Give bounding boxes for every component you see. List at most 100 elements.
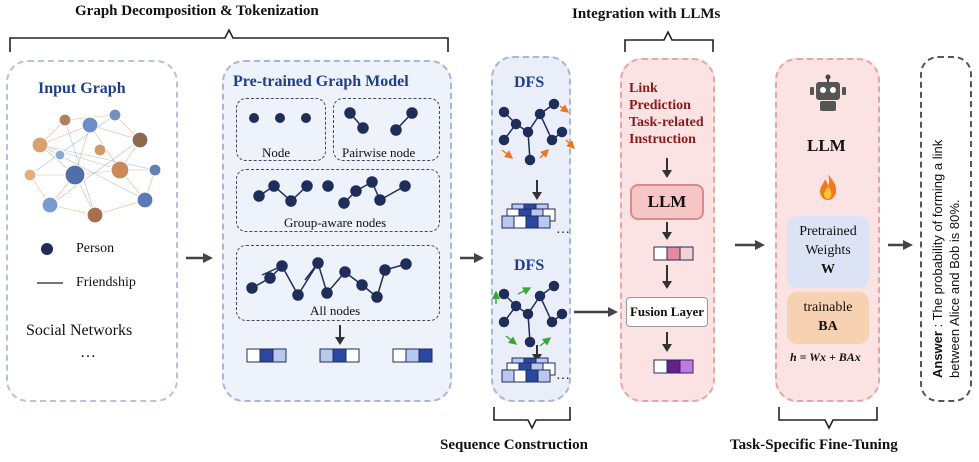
llm-box: LLM [630, 184, 704, 220]
llm-token-block [653, 246, 694, 261]
legend-person-icon [41, 243, 53, 255]
dfs-green-arrow [505, 335, 518, 345]
dfs-dot [510, 118, 522, 130]
legend-friendship-label: Friendship [76, 275, 136, 290]
pairwise-node-label: Pairwise node [342, 145, 416, 160]
lora-formula: h = Wx + BAx [790, 350, 861, 364]
dfs-dot [534, 290, 546, 302]
group-dot [366, 176, 378, 188]
group-aware-label: Group-aware nodes [284, 215, 387, 230]
instruction-text: Link Prediction Task-related Instruction [629, 80, 704, 148]
pairwise-dot [390, 124, 402, 136]
fire-icon [820, 174, 837, 200]
dfs-green-arrow [517, 287, 532, 295]
group-dot [350, 185, 362, 197]
all-dot [292, 289, 304, 301]
social-networks-ellipsis: … [80, 344, 96, 361]
pairwise-dot [357, 122, 369, 134]
all-dot [379, 264, 391, 276]
bracket-sequence-construction [493, 407, 571, 430]
dfs-token-stack-top [501, 203, 556, 229]
pretrained-weights-line: Pretrained [799, 224, 857, 239]
dfs-orange-arrow [539, 149, 549, 159]
dfs-orange-arrow [565, 139, 575, 149]
dfs-dot [522, 308, 534, 320]
group-dot [374, 194, 386, 206]
all-nodes-box [236, 245, 440, 321]
legend-symbols [37, 243, 63, 284]
token-block-3 [392, 348, 433, 363]
bracket-graph-decomposition [9, 28, 449, 52]
dfs-dot [524, 336, 536, 348]
all-dot [246, 282, 258, 294]
all-dot [339, 266, 351, 278]
legend-person-label: Person [76, 241, 115, 256]
bracket-integration [624, 30, 714, 52]
instruction-line: Task-related [629, 115, 704, 130]
dfs-dot [548, 280, 560, 292]
dfs-dot [534, 108, 546, 120]
pairwise-dot [344, 107, 356, 119]
dfs-token-stack-bottom [501, 357, 556, 383]
answer-box [920, 56, 972, 402]
dfs-dot [556, 308, 568, 320]
all-dot [312, 257, 324, 269]
pairwise-dot [406, 107, 418, 119]
dfs-dot [546, 316, 558, 328]
dfs-label-bottom: DFS [514, 257, 545, 274]
trainable-label: trainable [803, 300, 853, 315]
dfs-dot [498, 134, 510, 146]
dfs-orange-arrow [559, 104, 570, 113]
section-title-sequence-construction: Sequence Construction [440, 437, 588, 453]
fusion-token-block [653, 359, 694, 374]
dfs-ellipsis-top: … [556, 222, 570, 237]
group-dot [301, 180, 313, 192]
dfs-dot [556, 126, 568, 138]
group-dot [399, 180, 411, 192]
finetune-llm-label: LLM [807, 136, 846, 155]
dfs-dot [522, 126, 534, 138]
token-block-2 [319, 348, 360, 363]
group-dot [322, 180, 334, 192]
all-nodes-label: All nodes [310, 303, 361, 318]
bracket-fine-tuning [778, 407, 878, 430]
all-dot [276, 260, 288, 272]
section-title-fine-tuning: Task-Specific Fine-Tuning [730, 437, 898, 453]
group-dot [338, 197, 350, 209]
dfs-ellipsis-bottom: … [556, 368, 570, 383]
social-networks-label: Social Networks [26, 322, 133, 339]
section-title-integration: Integration with LLMs [572, 6, 721, 22]
social-network-image [23, 108, 162, 224]
pretrained-weights-line: Weights [805, 243, 851, 258]
weights-symbol: W [821, 262, 835, 277]
input-graph-title: Input Graph [38, 80, 126, 97]
fusion-layer-box: Fusion Layer [626, 297, 708, 327]
robot-icon [810, 74, 846, 111]
dfs-dot [498, 316, 510, 328]
all-dot [321, 287, 333, 299]
node-box [236, 98, 326, 161]
dfs-dot [524, 154, 536, 166]
pretrained-model-title: Pre-trained Graph Model [233, 73, 409, 90]
group-dot [285, 195, 297, 207]
all-dot [264, 272, 276, 284]
group-dot [253, 190, 265, 202]
dfs-dot [546, 134, 558, 146]
pairwise-node-box [333, 98, 440, 161]
dfs-orange-arrow [501, 149, 514, 159]
dfs-dot [548, 98, 560, 110]
group-dot [268, 180, 280, 192]
trainable-box: trainable BA [787, 292, 869, 344]
dfs-dot [498, 106, 510, 118]
all-dot [400, 258, 412, 270]
pretrained-weights-box: Pretrained Weights W [787, 216, 869, 288]
instruction-line: Link [629, 81, 658, 96]
node-dot [301, 113, 311, 123]
node-label: Node [262, 145, 291, 160]
dfs-label-top: DFS [514, 74, 545, 91]
node-dot [275, 113, 285, 123]
